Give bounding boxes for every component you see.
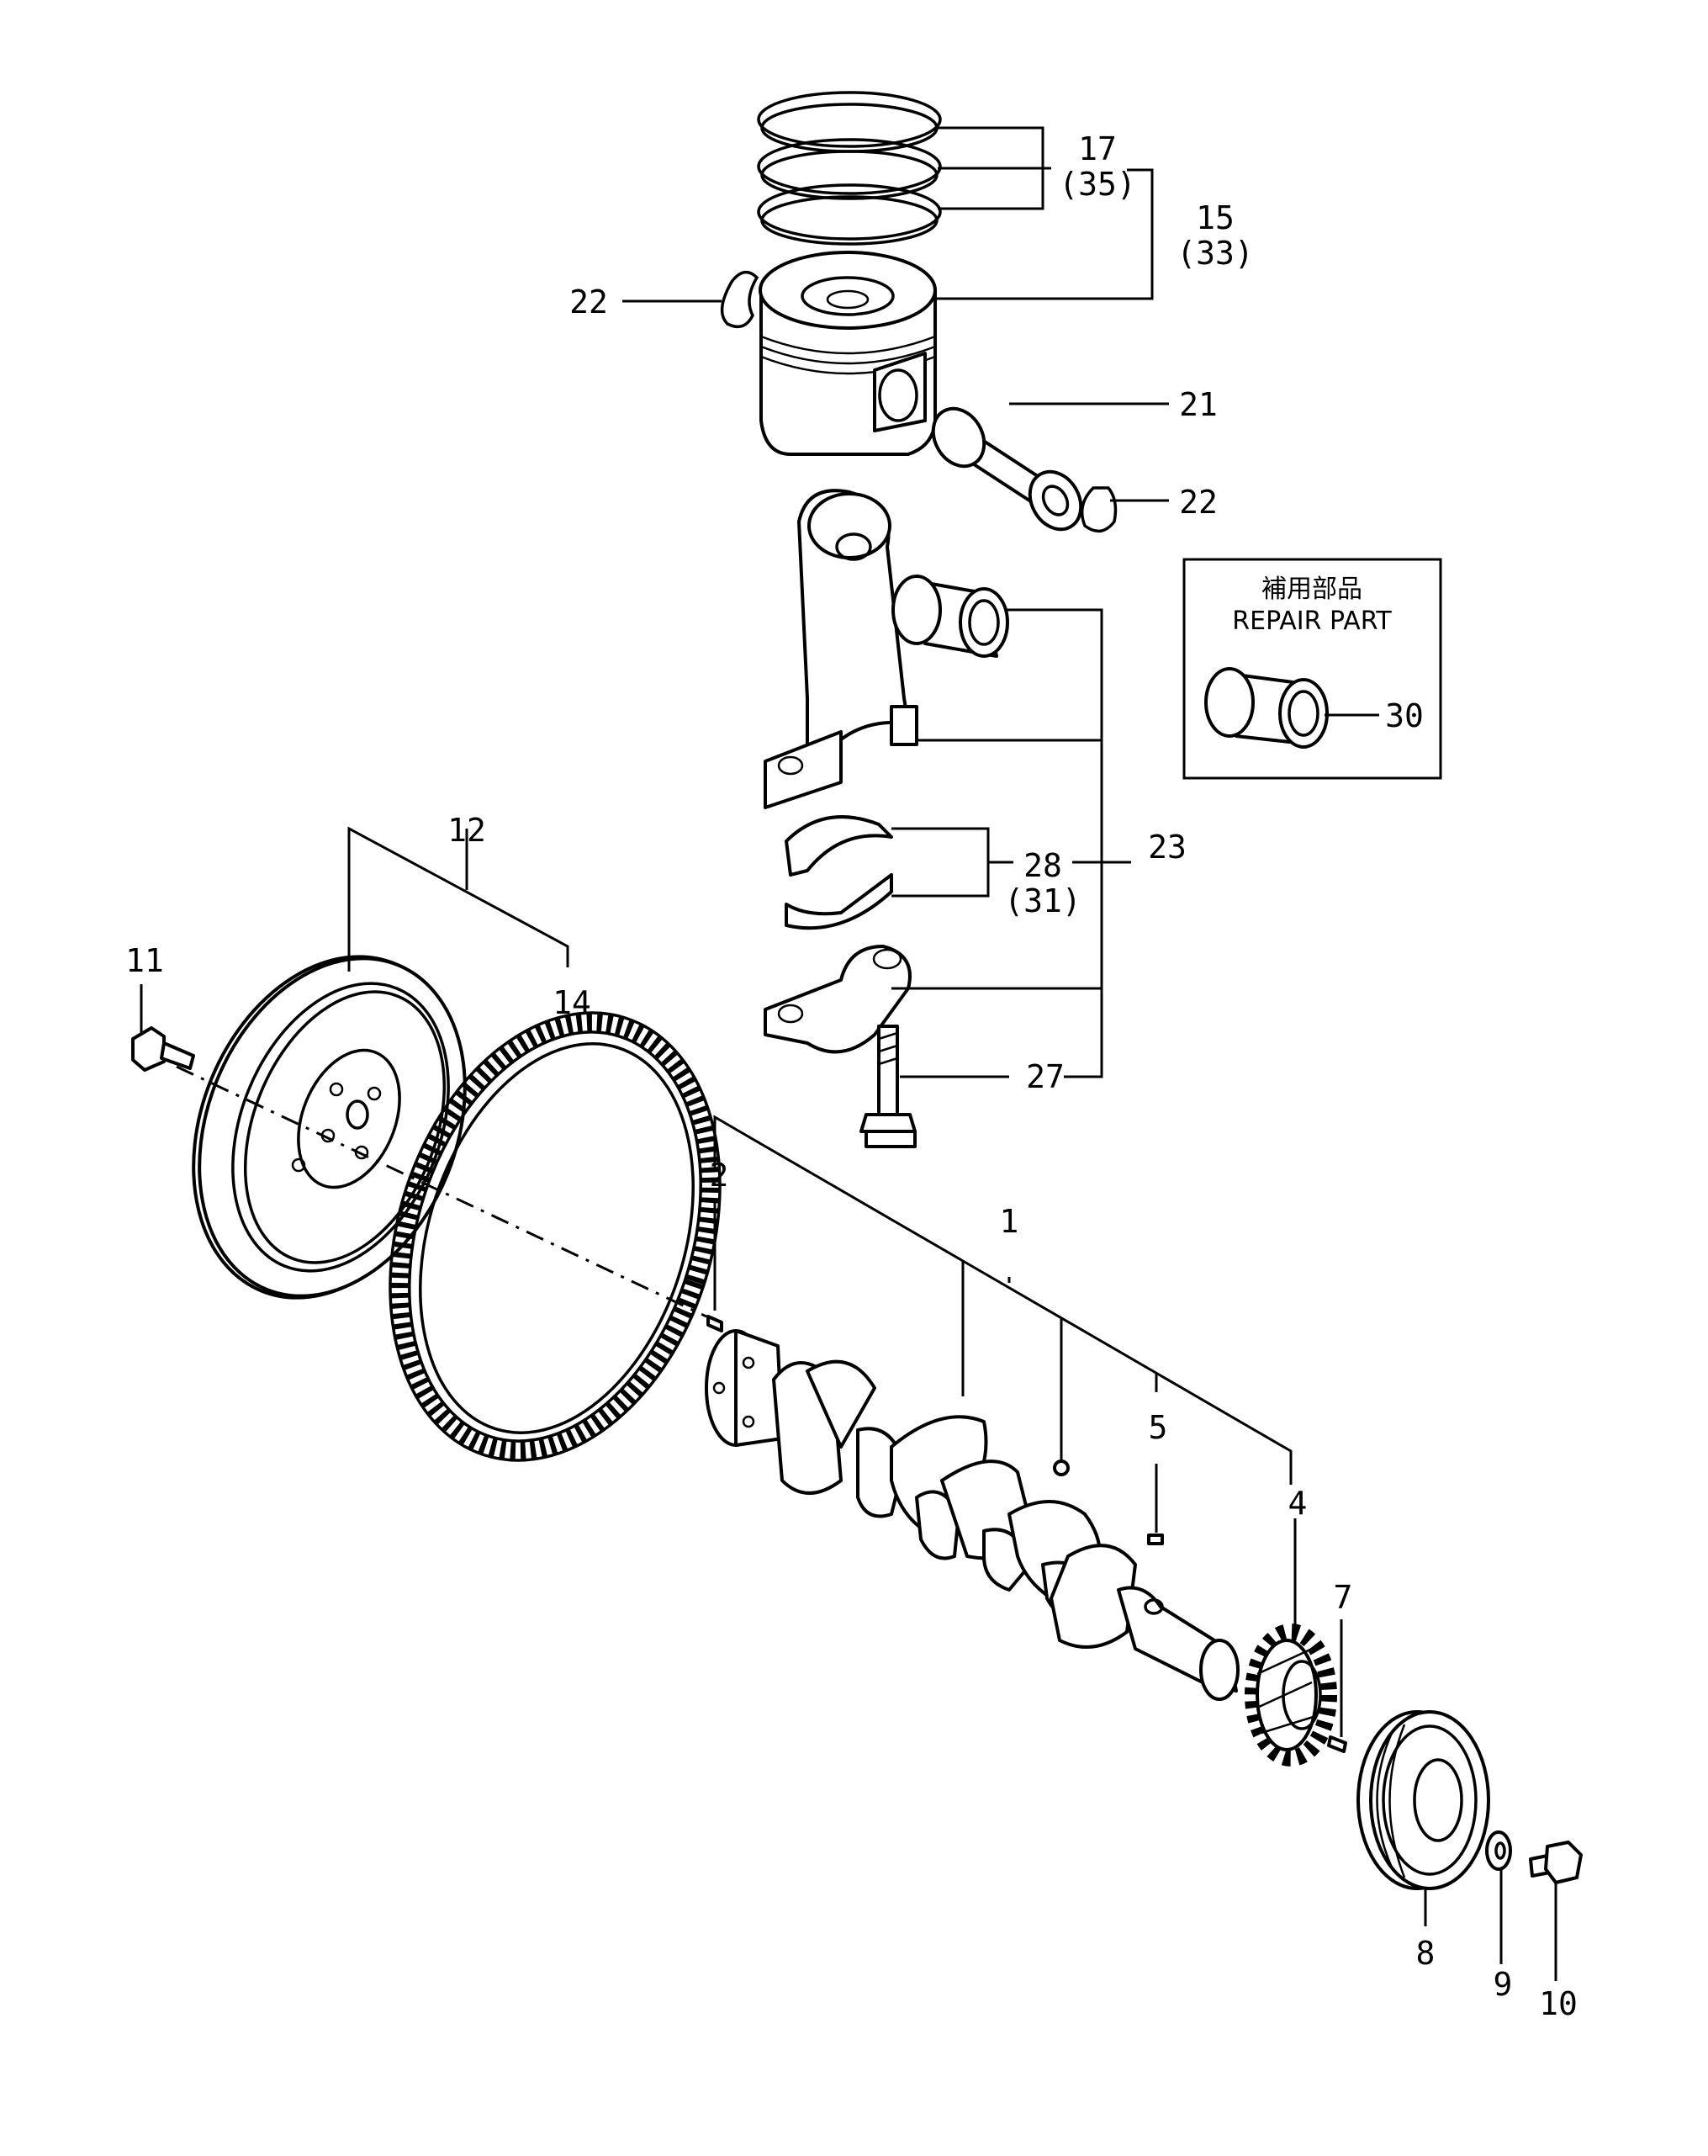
small-end-bushing	[891, 575, 1009, 658]
connecting-rod	[764, 489, 918, 809]
label-8: 8	[1416, 1935, 1436, 1972]
leader-lines	[140, 126, 1557, 1981]
piston	[759, 251, 937, 456]
label-5: 5	[1149, 1409, 1168, 1446]
snap-ring-left	[720, 270, 759, 329]
washer-9	[1485, 1830, 1512, 1871]
label-22-left: 22	[569, 283, 608, 320]
ball-plug	[1053, 1459, 1070, 1476]
crank-pulley	[1356, 1710, 1490, 1890]
repair-part-title-jp: 補用部品	[1261, 575, 1362, 604]
repair-bushing	[1204, 667, 1329, 749]
piston-rings	[757, 91, 942, 246]
callout-labels: 17 (35) 15 (33) 22 21 22 30 23 28 (31) 2…	[125, 130, 1578, 2022]
label-10: 10	[1539, 1985, 1578, 2022]
dowel-pin	[706, 1315, 723, 1332]
label-1: 1	[1000, 1203, 1019, 1240]
ring-gear	[389, 1011, 722, 1462]
label-15-alt: (33)	[1177, 235, 1254, 272]
label-30: 30	[1385, 697, 1424, 734]
label-12: 12	[447, 812, 486, 849]
flywheel-bolt	[131, 1026, 195, 1072]
label-11: 11	[125, 942, 164, 979]
connecting-rod-bolt	[859, 1025, 917, 1148]
pulley-bolt-10	[1529, 1841, 1583, 1884]
repair-part-box: 補用部品 REPAIR PART	[1182, 558, 1442, 780]
label-15: 15	[1196, 199, 1235, 236]
label-21: 21	[1179, 386, 1218, 423]
label-27: 27	[1026, 1058, 1065, 1095]
connecting-rod-bearings	[785, 815, 893, 930]
label-7: 7	[1334, 1579, 1353, 1616]
piston-pin	[931, 406, 1083, 532]
label-22-right: 22	[1179, 484, 1218, 521]
label-14: 14	[553, 984, 591, 1021]
key-5	[1147, 1534, 1164, 1545]
pin-7	[1327, 1735, 1347, 1753]
label-17: 17	[1078, 130, 1117, 167]
label-4: 4	[1288, 1485, 1308, 1522]
crankshaft	[705, 1329, 1240, 1701]
connecting-rod-cap	[764, 945, 912, 1054]
flywheel	[192, 955, 467, 1300]
label-17-alt: (35)	[1059, 166, 1136, 203]
snap-ring-right	[1080, 486, 1118, 533]
label-2: 2	[710, 1157, 729, 1194]
repair-part-title-en: REPAIR PART	[1232, 607, 1392, 636]
label-23: 23	[1148, 829, 1187, 866]
label-28-alt: (31)	[1004, 882, 1081, 919]
label-9: 9	[1494, 1966, 1513, 2003]
label-28: 28	[1023, 847, 1062, 884]
crank-gear	[1245, 1624, 1337, 1767]
